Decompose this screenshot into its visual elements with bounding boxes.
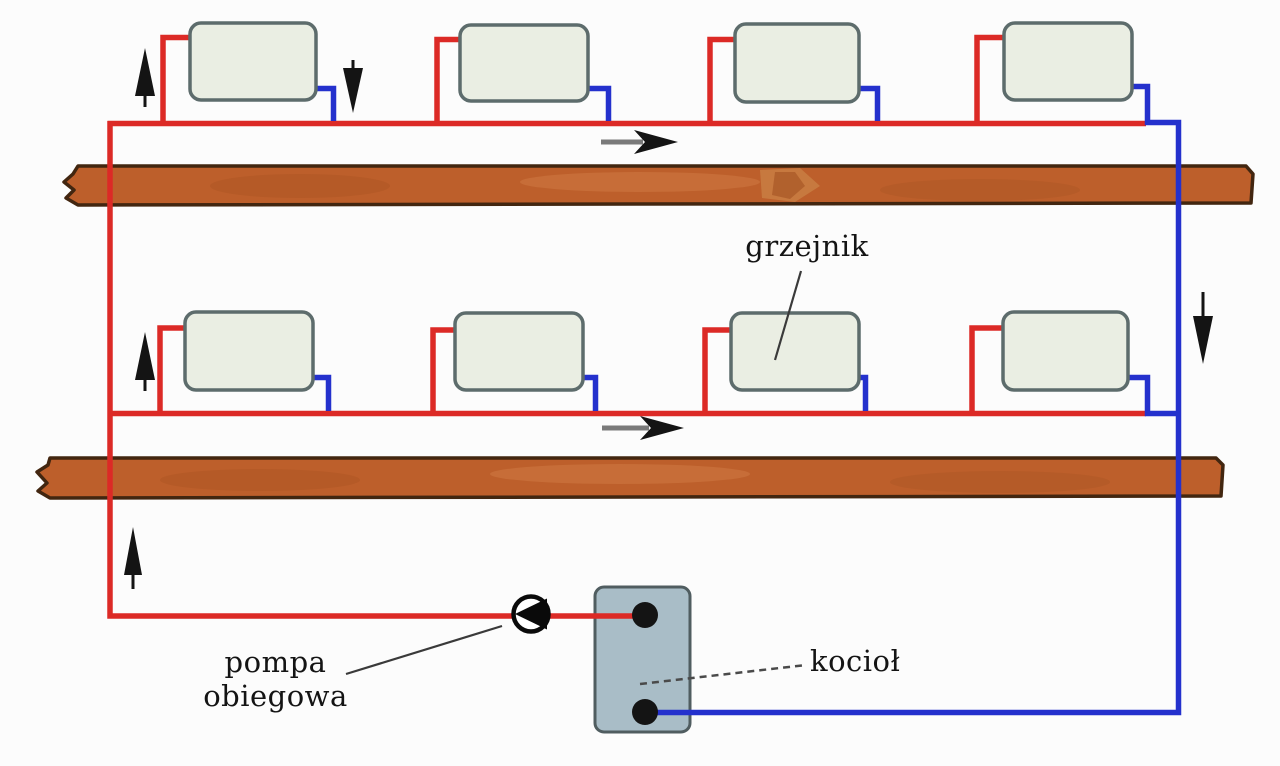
riser-lower-4 [969,325,1011,416]
return-lower-4 [1129,374,1176,417]
riser-upper-3 [707,36,743,126]
flow-arrow-up-basement [124,527,142,589]
riser-upper-2 [434,36,468,126]
beam-grain-patch [160,469,360,491]
supply-main-left-and-bottom [107,121,648,619]
return-main-right-and-bottom [652,83,1182,716]
return-upper-2 [584,85,612,121]
riser-lower-3 [702,327,738,416]
riser-lower-2 [430,327,463,416]
flow-arrow-right-upper-pipe [601,130,678,154]
radiator-label: grzejnik [745,229,869,263]
radiators [183,21,1134,392]
radiator-upper-1 [188,21,318,102]
flow-arrow-right-lower-pipe [602,416,684,440]
flow-arrow-down-upper-floor [343,60,363,113]
radiator-lower-3 [729,311,861,392]
radiator-upper-4 [1002,21,1134,102]
radiator-lower-4 [1001,310,1130,392]
boiler-supply-port [632,602,658,628]
return-upper-1 [310,85,337,121]
return-upper-3 [853,85,881,121]
radiator-lower-2 [453,311,585,392]
beam-grain-patch [520,172,760,192]
flow-arrow-up-lower-floor [135,332,155,391]
floor-beam-lower [35,456,1225,500]
circulation-pump-symbol [511,594,551,634]
boiler-return-port [632,699,658,725]
pump-label: pompa obiegowa [203,645,348,713]
radiator-upper-3 [733,22,861,104]
flow-arrows [124,48,1213,589]
beam-grain-patch [210,174,390,198]
boiler-label: kocioł [810,644,901,678]
radiator-lower-1 [183,310,315,392]
leader-line-radiator-label [773,270,803,361]
leader-line-pump-label [345,624,503,676]
riser-lower-1 [157,325,193,416]
beam-knot [772,172,805,199]
supply-pipes [107,34,1146,619]
boiler-body [593,585,692,734]
flow-arrow-down-return-main [1193,292,1213,364]
radiator-upper-2 [458,23,590,103]
beam-grain-patch [490,464,750,484]
riser-upper-4 [974,34,1011,126]
flow-arrow-up-upper-floor [135,48,155,107]
pump-direction-triangle [515,598,547,630]
return-lower-1 [309,374,332,411]
leader-line-boiler-label [639,663,807,686]
beam-grain-patch [880,179,1080,201]
riser-upper-1 [160,34,198,126]
beam-grain-patch [890,471,1110,493]
floor-beam-upper [62,164,1255,207]
